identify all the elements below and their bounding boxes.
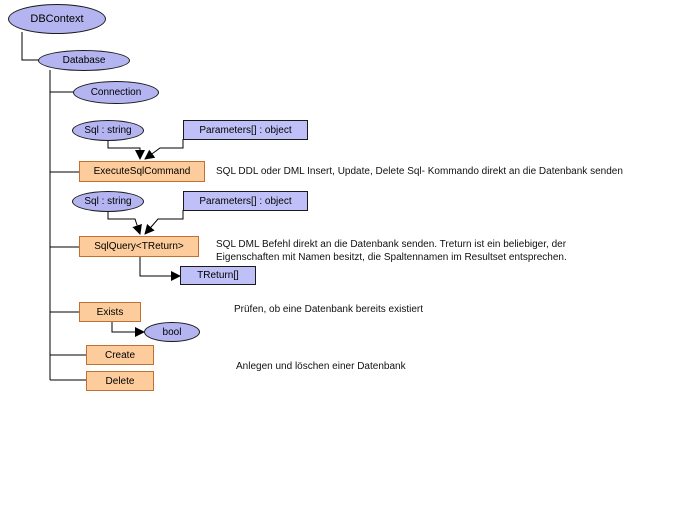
parameters-object-node-1: Parameters[] : object (183, 120, 308, 140)
treturn-array-node: TReturn[] (180, 266, 256, 285)
execute-sql-command-node: ExecuteSqlCommand (79, 161, 205, 182)
sql-string-node-1: Sql : string (72, 120, 144, 141)
arrow-sqlquery-treturn (139, 257, 181, 281)
bool-node: bool (144, 322, 200, 342)
delete-node: Delete (86, 371, 154, 391)
connection-node: Connection (73, 81, 159, 104)
exists-node: Exists (79, 302, 141, 322)
connector-dbcontext-database (21, 32, 40, 61)
dbcontext-node: DBContext (8, 4, 106, 34)
arrow-params1-execute (144, 139, 184, 160)
parameters-object-node-2: Parameters[] : object (183, 191, 308, 211)
sql-string-node-2: Sql : string (72, 191, 144, 212)
create-node: Create (86, 345, 154, 365)
arrow-sql2-sqlquery (107, 211, 142, 235)
sql-query-note-line-2: Eigenschaften mit Namen besitzt, die Spa… (216, 252, 567, 263)
exists-note: Prüfen, ob eine Datenbank bereits existi… (234, 304, 423, 315)
arrow-exists-bool (111, 322, 145, 337)
database-node: Database (38, 50, 130, 71)
create-delete-note: Anlegen und löschen einer Datenbank (236, 361, 406, 372)
execute-sql-command-note: SQL DDL oder DML Insert, Update, Delete … (216, 166, 623, 177)
sql-query-node: SqlQuery<TReturn> (79, 236, 199, 257)
arrow-params2-sqlquery (144, 210, 184, 235)
sql-query-note-line-1: SQL DML Befehl direkt an die Datenbank s… (216, 239, 567, 250)
arrow-sql1-execute (107, 140, 145, 160)
